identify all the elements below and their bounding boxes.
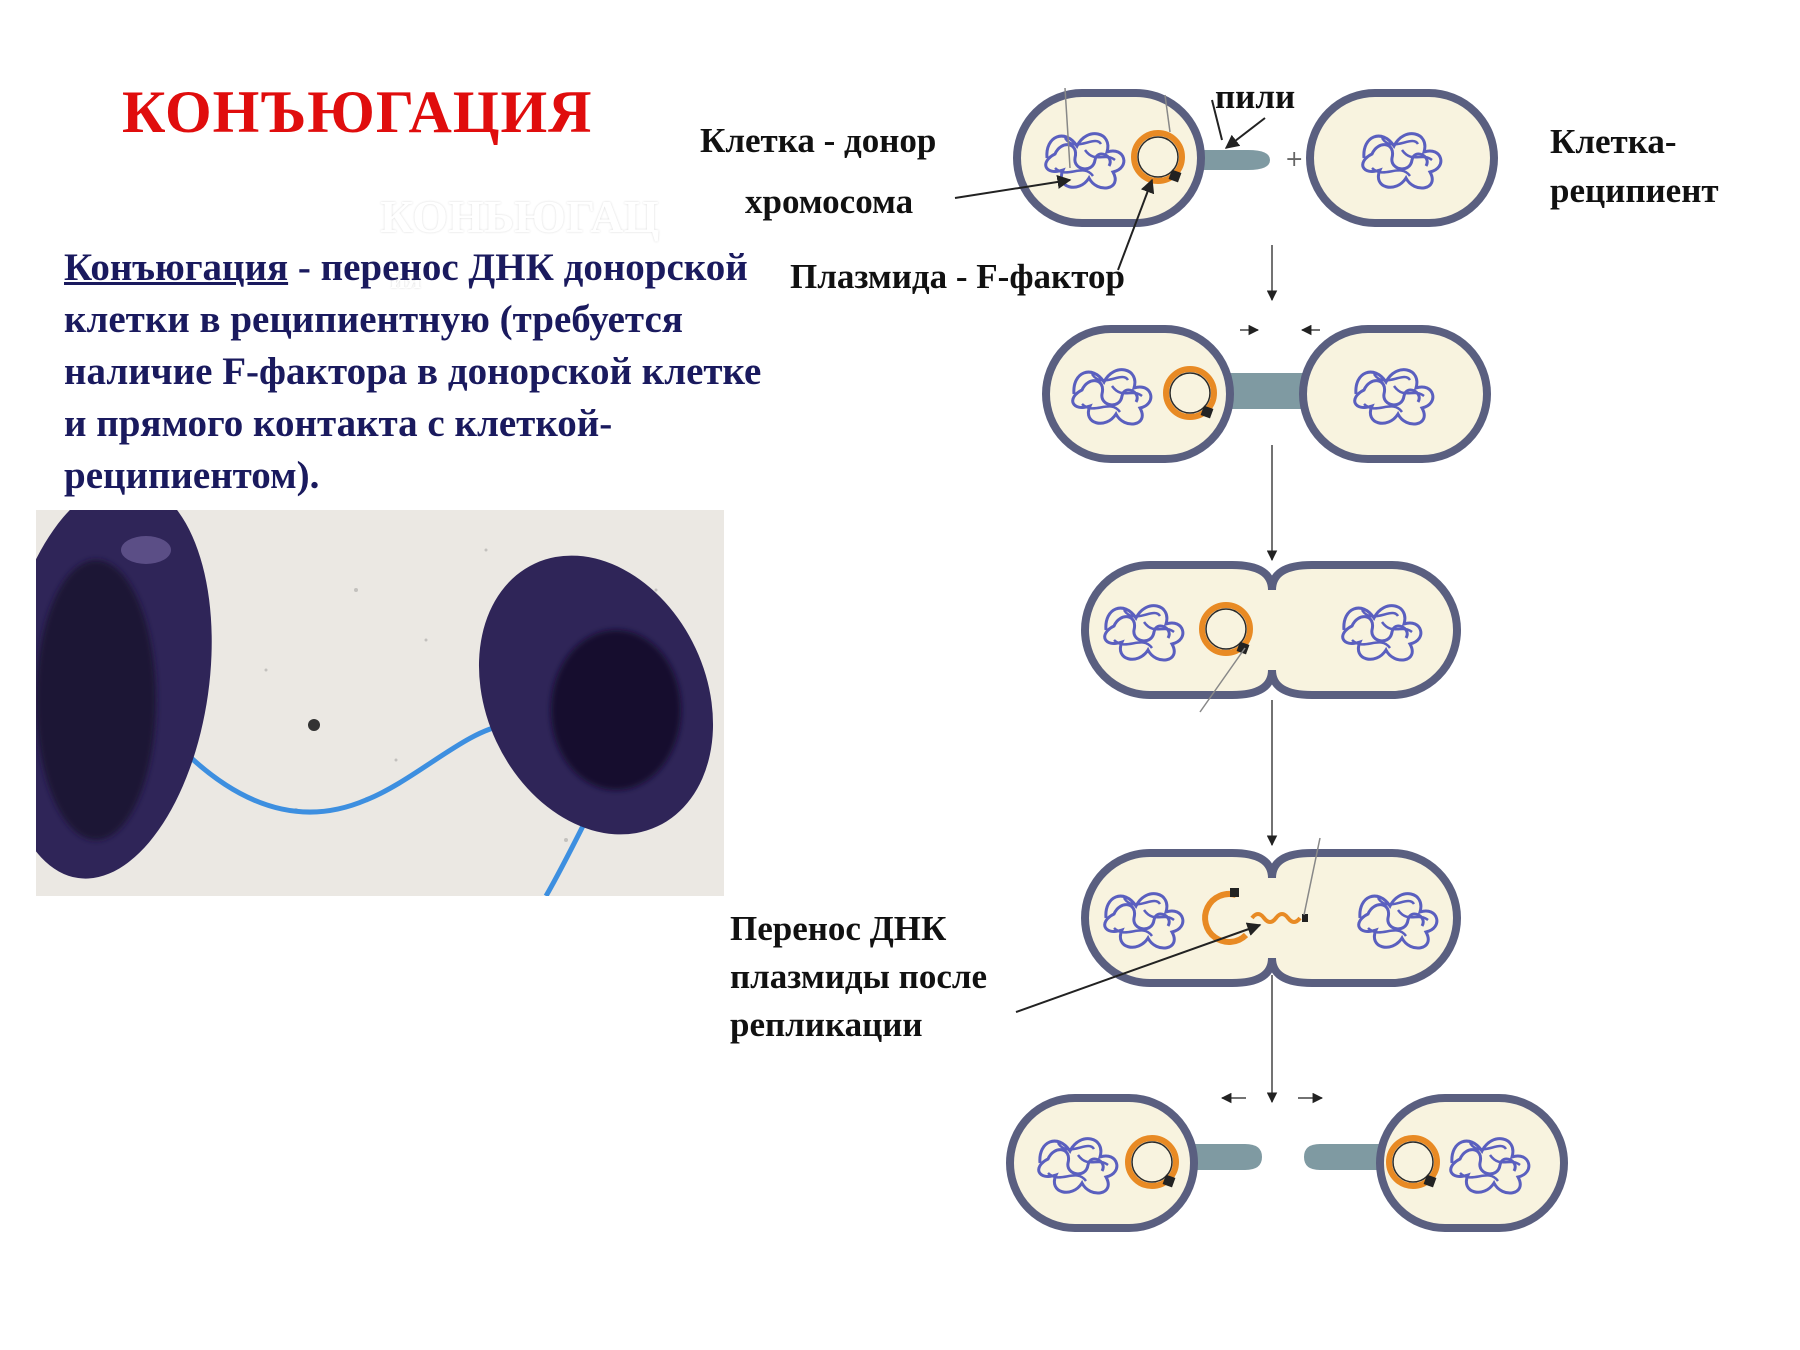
contact-stage [1042, 325, 1491, 463]
pili-line [1211, 99, 1223, 141]
label-transfer-line1: Перенос ДНК [730, 909, 947, 948]
label-pili: пили [1215, 77, 1296, 116]
definition-body: - перенос ДНК донорской клетки в реципие… [64, 246, 762, 497]
plasmid-arrow [1117, 178, 1155, 271]
donor-cell [1013, 87, 1270, 227]
definition-text: Конъюгация - перенос ДНК донорской клетк… [64, 242, 784, 502]
watermark-text-2: ия [390, 264, 422, 295]
chromosome-arrow [954, 175, 1072, 199]
micrograph-image [36, 510, 724, 896]
label-transfer-line2: плазмиды после [730, 957, 988, 996]
watermark-text: КОНЬЮГАЦ [380, 191, 660, 242]
bridge-stage [1081, 561, 1461, 713]
pili-arrow [1224, 117, 1266, 149]
label-chromosome: хромосома [745, 182, 914, 221]
label-plasmid: Плазмида - F-фактор [790, 257, 1125, 296]
plus-sign: + [1285, 147, 1303, 172]
result-stage [1006, 1094, 1568, 1232]
transfer-arrow [1015, 922, 1262, 1013]
definition-term: Конъюгация [64, 246, 289, 289]
label-donor-cell: Клетка - донор [700, 121, 937, 160]
recipient-cell [1306, 89, 1498, 227]
slide-title: КОНЪЮГАЦИЯ [122, 79, 593, 145]
transfer-stage [1081, 837, 1461, 987]
label-transfer-line3: репликации [730, 1005, 923, 1044]
label-recipient-line2: реципиент [1550, 171, 1719, 210]
label-recipient-line1: Клетка- [1550, 122, 1677, 161]
